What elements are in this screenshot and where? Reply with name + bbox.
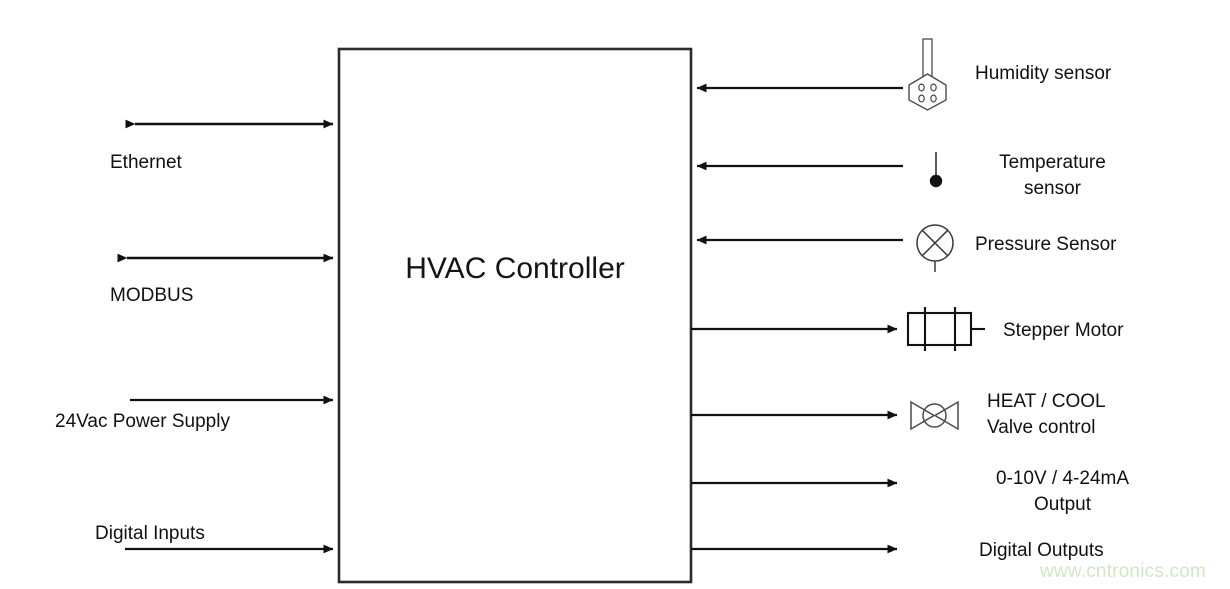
stepper-motor-icon [906,307,985,351]
label-modbus: MODBUS [110,285,194,306]
hvac-controller-box [337,47,693,584]
label-valve-control: HEAT / COOL Valve control [987,391,1106,438]
humidity-sensor-icon [908,38,947,111]
label-ethernet: Ethernet [110,152,182,173]
pressure-sensor-icon [916,224,954,272]
label-digital-inputs: Digital Inputs [95,523,205,544]
temperature-sensor-icon [929,152,943,188]
valve-icon [910,400,959,431]
label-temperature-sensor: Temperature sensor [999,152,1106,199]
label-stepper-motor: Stepper Motor [1003,320,1124,341]
watermark: www.cntronics.com [1040,561,1206,582]
label-analog-output: 0-10V / 4-24mA Output [995,468,1130,515]
label-humidity-sensor: Humidity sensor [975,63,1112,84]
label-digital-outputs: Digital Outputs [979,540,1104,561]
label-pressure-sensor: Pressure Sensor [975,234,1117,255]
page-title: HVAC Controller [405,252,625,285]
label-power-supply: 24Vac Power Supply [55,411,230,432]
